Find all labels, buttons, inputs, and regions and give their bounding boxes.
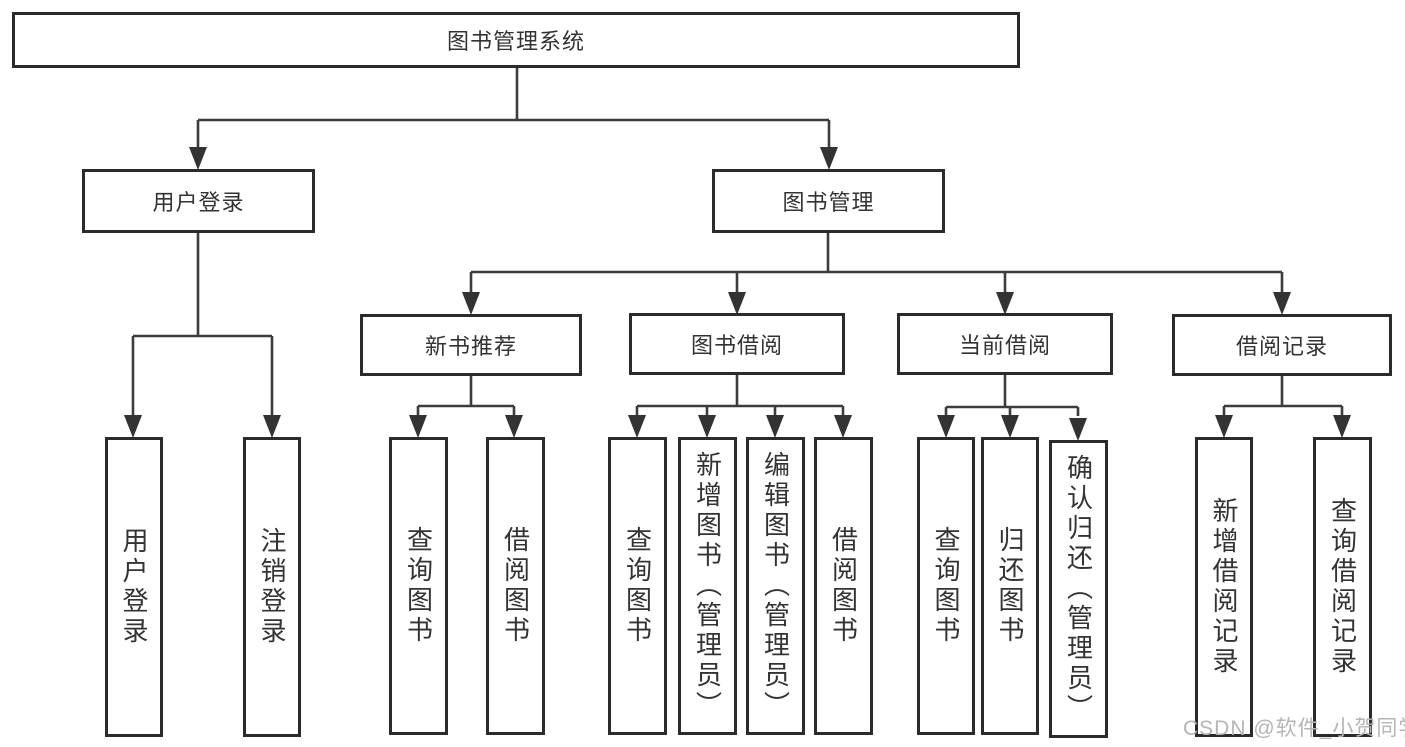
arrowhead	[409, 415, 427, 438]
node-label: 借阅图书	[500, 526, 531, 646]
arrowhead	[834, 415, 852, 438]
node-label: 查询图书	[403, 526, 434, 646]
node-label: 注销登录	[257, 527, 287, 647]
node-label: 查询借阅记录	[1327, 497, 1358, 677]
arrowhead	[820, 147, 838, 170]
node-book-management: 图书管理	[712, 169, 945, 233]
node-user-login-leaf: 用户登录	[105, 437, 163, 737]
node-query-borrow-record: 查询借阅记录	[1313, 437, 1372, 737]
node-borrow-books-2: 借阅图书	[814, 437, 873, 735]
node-user-login: 用户登录	[82, 169, 315, 233]
arrowhead	[728, 292, 746, 315]
node-new-book-recommend: 新书推荐	[360, 314, 582, 376]
arrowhead	[937, 415, 955, 438]
node-edit-books-admin: 编辑图书（管理员）	[746, 437, 805, 735]
node-label: 查询图书	[622, 526, 653, 646]
connector-root-to-level2	[196, 66, 831, 148]
connector-user-login-group	[131, 231, 274, 416]
node-label: 用户登录	[119, 527, 149, 647]
arrowhead	[124, 415, 142, 438]
node-current-borrowing: 当前借阅	[897, 313, 1113, 375]
node-book-borrowing: 图书借阅	[629, 313, 845, 375]
arrowhead	[628, 415, 646, 438]
arrowhead	[1333, 415, 1351, 438]
arrowhead	[1069, 418, 1087, 441]
node-query-books-2: 查询图书	[608, 437, 667, 735]
node-label: 归还图书	[995, 526, 1025, 646]
arrowhead	[698, 415, 716, 438]
arrowhead	[189, 147, 207, 170]
node-logout: 注销登录	[243, 437, 301, 737]
connector-current-borrow-group	[944, 374, 1080, 416]
connector-new-book-rec-group	[416, 375, 516, 416]
node-confirm-return-admin: 确认归还（管理员）	[1049, 440, 1108, 738]
arrowhead	[1001, 415, 1019, 438]
node-add-books-admin: 新增图书（管理员）	[678, 437, 737, 735]
connector-book-borrow-group	[635, 374, 845, 416]
node-return-books: 归还图书	[981, 437, 1039, 735]
arrowhead	[1273, 292, 1291, 315]
node-label: 新增图书（管理员）	[692, 451, 723, 721]
node-borrowing-records: 借阅记录	[1172, 314, 1392, 376]
arrowhead	[766, 415, 784, 438]
node-label: 借阅图书	[828, 526, 859, 646]
node-query-books-3: 查询图书	[917, 437, 975, 735]
node-query-books-1: 查询图书	[389, 437, 448, 735]
connector-borrow-records-group	[1222, 375, 1344, 416]
node-label: 编辑图书（管理员）	[760, 451, 791, 721]
node-add-borrow-record: 新增借阅记录	[1195, 437, 1253, 737]
arrowhead	[505, 415, 523, 438]
arrowhead	[263, 415, 281, 438]
csdn-watermark: CSDN @软件_小贺同学	[1183, 717, 1405, 740]
arrowhead	[1215, 415, 1233, 438]
node-label: 新增借阅记录	[1209, 497, 1239, 677]
node-borrow-books-1: 借阅图书	[486, 437, 545, 735]
node-label: 确认归还（管理员）	[1063, 454, 1094, 724]
node-label: 查询图书	[931, 526, 961, 646]
node-library-management-system: 图书管理系统	[12, 12, 1020, 68]
connector-book-mgmt-group	[469, 231, 1284, 293]
arrowhead	[996, 292, 1014, 315]
arrowhead	[462, 292, 480, 315]
